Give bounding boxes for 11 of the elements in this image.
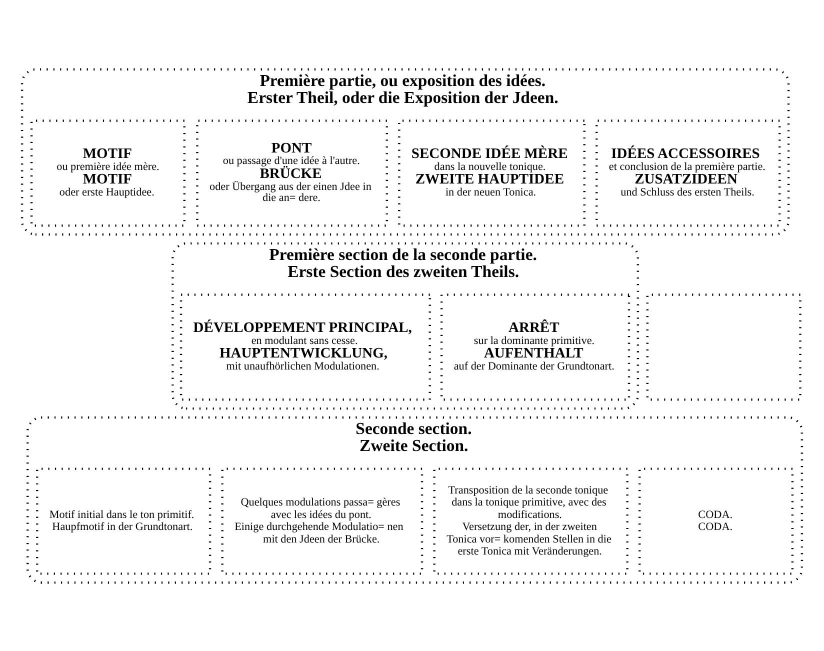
node-box: CODA. CODA. bbox=[638, 467, 794, 574]
node-box: MOTIF ou première idée mère. MOTIF oder erste Hauptidee. bbox=[30, 119, 186, 226]
node-box: DÉVELOPPEMENT PRINCIPAL, en modulant sans cesse. HAUPTENTWICKLUNG, mit unaufhörlichen Modulationen. bbox=[180, 293, 431, 400]
node-box: SECONDE IDÉE MÈRE dans la nouvelle tonique. ZWEITE HAUPTIDEE in der neuen Tonica. bbox=[398, 119, 586, 226]
node-box: IDÉES ACCESSOIRES et conclusion de la première partie. ZUSATZIDEEN und Schluss des ersten Theils. bbox=[596, 119, 781, 226]
node-box: Motif initial dans le ton primitif. Haupfmotif in der Grundtonart. bbox=[36, 467, 212, 574]
node-box bbox=[646, 293, 802, 400]
node-box: Transposition de la seconde tonique dans la tonique primitive, avec des modifications. Versetzung der, in der zweiten Tonica vor= komenden Stellen in die erste Tonica mit Veränderungen. bbox=[433, 467, 628, 574]
node-box: ARRÊT sur la dominante primitive. AUFENTHALT auf der Dominante der Grundtonart. bbox=[440, 293, 630, 400]
node-box: Quelques modulations passa= gères avec les idées du pont. Einige durchgehende Modulatio= nen mit den Jdeen der Brücke. bbox=[221, 467, 424, 574]
node-box: PONT ou passage d'une idée à l'autre. BRÜCKE oder Übergang aus der einen Jdee in die an= dere. bbox=[196, 119, 388, 226]
